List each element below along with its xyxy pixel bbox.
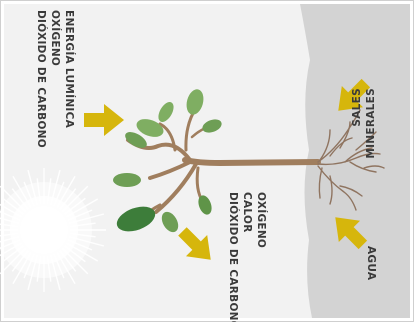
label-minerals-line1: SALES xyxy=(351,88,363,127)
label-input-line1: DIÓXIDO DE CARBONO xyxy=(35,10,48,148)
label-output-line1: DIÓXIDO DE CARBONO xyxy=(227,192,240,322)
leaf xyxy=(113,173,141,187)
label-input-line2: OXÍGENO xyxy=(49,10,62,66)
label-input-line3: ENERGÍA LUMÍNICA xyxy=(63,10,76,129)
label-output-line2: CALOR xyxy=(241,192,253,233)
label-water-line1: AGUA xyxy=(365,246,377,281)
label-minerals-line2: MINERALES xyxy=(365,88,377,159)
label-output-line3: OXÍGENO xyxy=(255,192,268,248)
label-water: AGUA xyxy=(365,246,377,281)
